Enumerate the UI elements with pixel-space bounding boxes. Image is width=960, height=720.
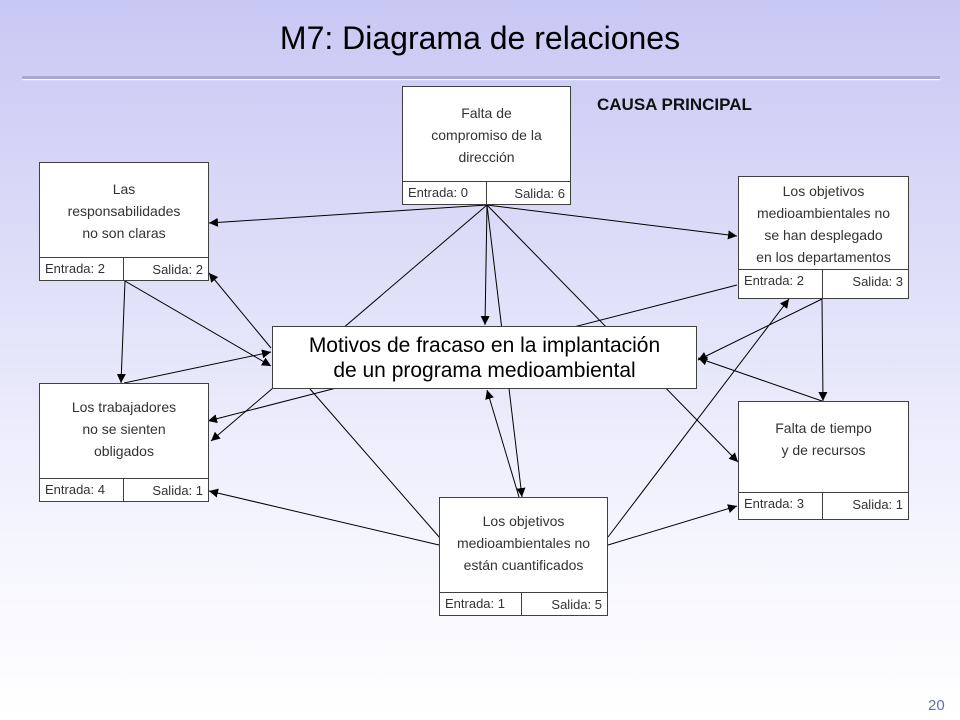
node-falta-compromiso-text: Falta de compromiso de la dirección [431,105,542,165]
node-objetivos-desplegado: Los objetivos medioambientales no se han… [738,176,909,299]
node-trabajadores-text: Los trabajadores no se sienten obligados [71,399,177,459]
arrow-responsabilidades-to-trabajadores [116,280,126,384]
arrow-compromiso-to-trabajadores [210,204,488,442]
title-divider [22,76,940,79]
node-trabajadores-salida: Salida: 1 [152,483,203,498]
arrow-compromiso-to-objetivos-desplegado [486,204,738,240]
node-responsabilidades-footer: Entrada: 2 Salida: 2 [40,257,208,280]
arrow-responsabilidades-to-central [124,280,272,367]
node-objetivos-desplegado-text: Los objetivos medioambientales no se han… [756,183,891,265]
central-problem-box: Motivos de fracaso en la implantación de… [272,326,697,389]
node-trabajadores: Los trabajadores no se sienten obligados… [39,383,209,502]
node-trabajadores-entrada: Entrada: 4 [40,479,124,501]
node-falta-tiempo-salida: Salida: 1 [852,497,903,512]
node-objetivos-cuantificados-entrada: Entrada: 1 [440,593,522,615]
arrow-objetivos-cuantificados-to-central [485,389,520,498]
node-objetivos-desplegado-footer: Entrada: 2 Salida: 3 [739,269,908,298]
node-falta-compromiso-salida: Salida: 6 [514,186,565,201]
node-falta-tiempo: Falta de tiempo y de recursos Entrada: 3… [738,401,909,520]
node-objetivos-cuantificados-text: Los objetivos medioambientales no están … [456,513,591,573]
node-responsabilidades-text: Las responsabilidades no son claras [67,181,181,241]
arrow-objetivos-desplegado-to-central [697,298,823,361]
arrow-central-to-objetivos-cuantificados [309,388,441,539]
node-responsabilidades-salida: Salida: 2 [152,262,203,277]
arrow-central-to-responsabilidades [208,272,272,349]
node-objetivos-cuantificados-salida: Salida: 5 [551,597,602,612]
node-objetivos-desplegado-salida: Salida: 3 [852,274,903,289]
node-falta-tiempo-entrada: Entrada: 3 [739,493,823,519]
node-falta-compromiso-footer: Entrada: 0 Salida: 6 [403,181,570,204]
arrow-objetivos-cuantificados-to-falta-tiempo [607,504,738,546]
arrow-objetivos-desplegado-to-falta-tiempo [818,298,828,402]
node-responsabilidades-entrada: Entrada: 2 [40,258,124,280]
arrow-objetivos-cuantificados-to-trabajadores [208,488,440,546]
page-number: 20 [928,697,945,714]
node-objetivos-cuantificados-footer: Entrada: 1 Salida: 5 [440,592,607,615]
arrow-trabajadores-to-central [123,349,272,384]
arrow-compromiso-to-central [480,204,490,326]
node-objetivos-desplegado-entrada: Entrada: 2 [739,270,823,298]
node-falta-tiempo-text: Falta de tiempo y de recursos [775,420,872,458]
arrow-compromiso-to-responsabilidades [208,204,488,227]
node-falta-tiempo-footer: Entrada: 3 Salida: 1 [739,492,908,519]
node-falta-compromiso: Falta de compromiso de la dirección Entr… [402,86,571,205]
causa-principal-label: CAUSA PRINCIPAL [597,95,752,114]
node-falta-compromiso-entrada: Entrada: 0 [403,182,487,204]
slide-title: M7: Diagrama de relaciones [279,20,681,56]
node-responsabilidades: Las responsabilidades no son claras Entr… [39,162,209,281]
arrow-falta-tiempo-to-central [697,356,823,402]
node-objetivos-cuantificados: Los objetivos medioambientales no están … [439,497,608,616]
node-trabajadores-footer: Entrada: 4 Salida: 1 [40,478,208,501]
arrow-objetivos-cuantificados-to-objetivos-desplegado [607,298,790,538]
